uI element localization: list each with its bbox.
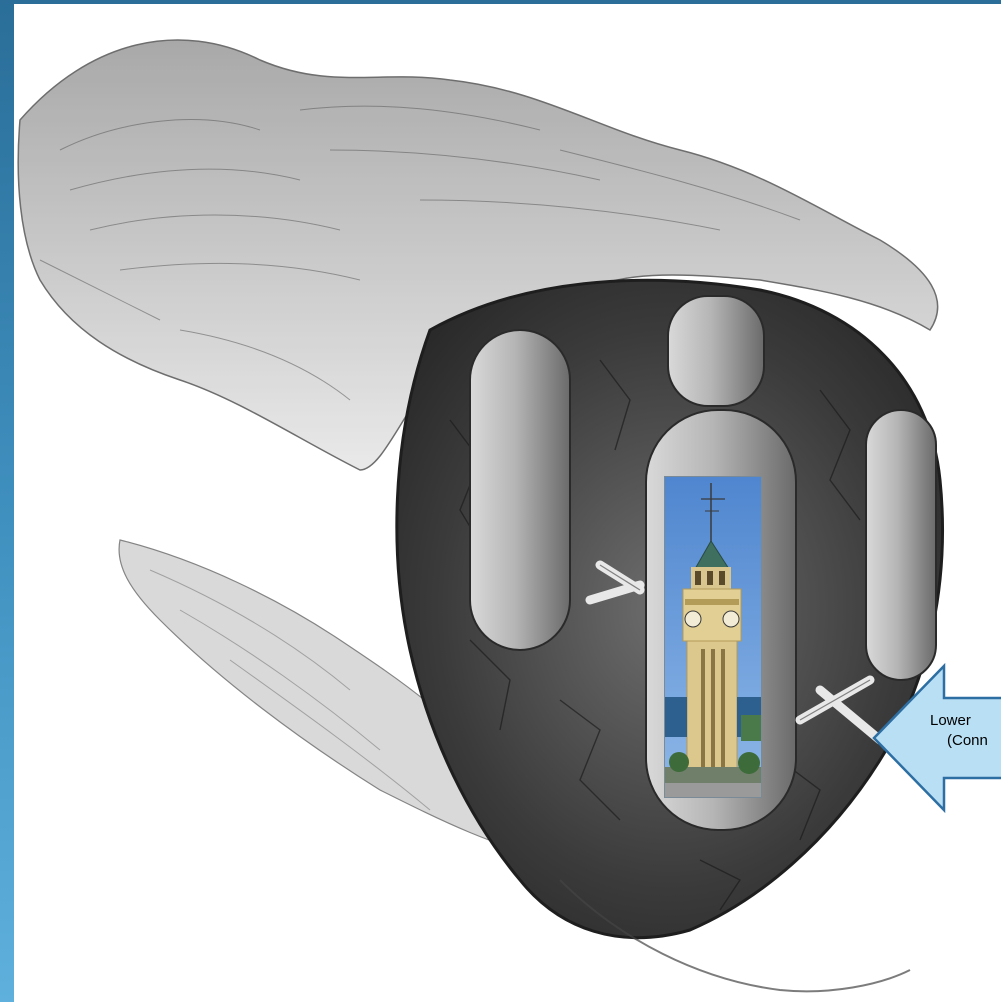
pillar-right bbox=[866, 410, 936, 680]
clock-tower-photo bbox=[664, 476, 762, 798]
pillar-top bbox=[668, 296, 764, 406]
pillar-left bbox=[470, 330, 570, 650]
callout-label: Lower (Conn bbox=[930, 711, 1001, 751]
callout-line-2: (Conn bbox=[930, 731, 1001, 751]
left-accent-bar bbox=[0, 0, 14, 1002]
top-accent-bar bbox=[0, 0, 1001, 4]
clock-tower-icon bbox=[665, 477, 762, 798]
callout-line-1: Lower bbox=[930, 711, 1001, 731]
